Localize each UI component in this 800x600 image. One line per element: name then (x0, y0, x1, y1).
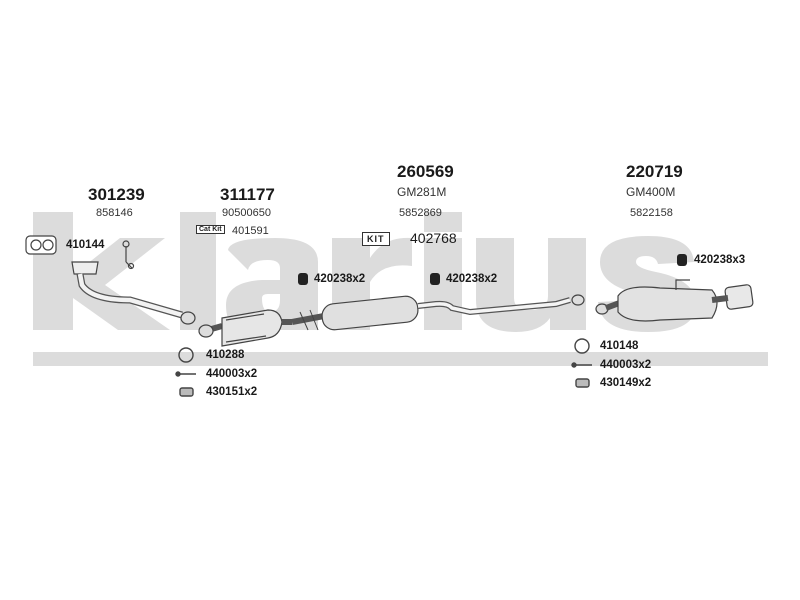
bolt-front-label: 440003x2 (206, 368, 258, 380)
spring-icon-front (179, 387, 194, 397)
cat-kit-code: 401591 (232, 225, 269, 237)
ref-catalyst: 90500650 (222, 207, 271, 219)
bolt-rear-label: 440003x2 (600, 359, 652, 371)
gasket-icon (25, 235, 57, 255)
bolt-icon-front (175, 371, 196, 377)
cat-kit-tag: Cat Kit (196, 225, 225, 234)
spring-rear-label: 430149x2 (600, 377, 652, 389)
ref2-rear-silencer: 5822158 (630, 207, 673, 219)
hanger-c-label: 420238x3 (694, 254, 746, 266)
front-pipe-shape (71, 261, 196, 325)
sealing-ring-icon-rear (574, 338, 590, 354)
part-number-middle-silencer: 260569 (397, 162, 454, 181)
kit-tag: KIT (362, 232, 390, 246)
ref2-middle-silencer: 5852869 (399, 207, 442, 219)
rubber-hanger-icon-b (430, 273, 440, 285)
ring-rear-label: 410148 (600, 340, 639, 352)
ref-rear-silencer: GM400M (626, 185, 676, 199)
ring-front-label: 410288 (206, 349, 245, 361)
spring-icon-rear (575, 378, 590, 388)
rubber-hanger-icon-c (677, 254, 687, 266)
sealing-ring-icon-front (178, 347, 194, 363)
kit-code: 402768 (410, 230, 457, 246)
catalytic-converter-shape (198, 309, 292, 347)
hanger-b-label: 420238x2 (446, 273, 498, 285)
bolt-icon-rear (571, 362, 592, 368)
part-number-front-pipe: 301239 (88, 185, 145, 204)
ref-front-pipe: 858146 (96, 207, 133, 219)
hanger-a-label: 420238x2 (314, 273, 366, 285)
rubber-hanger-icon-a (298, 273, 308, 285)
rear-silencer-shape (595, 279, 754, 322)
ref-middle-silencer: GM281M (397, 185, 447, 199)
gasket-front-label: 410144 (66, 239, 105, 251)
spring-front-label: 430151x2 (206, 386, 258, 398)
lambda-sensor-icon (122, 240, 135, 270)
middle-silencer-shape (291, 294, 585, 331)
part-number-catalyst: 311177 (220, 185, 275, 204)
part-number-rear-silencer: 220719 (626, 162, 683, 181)
